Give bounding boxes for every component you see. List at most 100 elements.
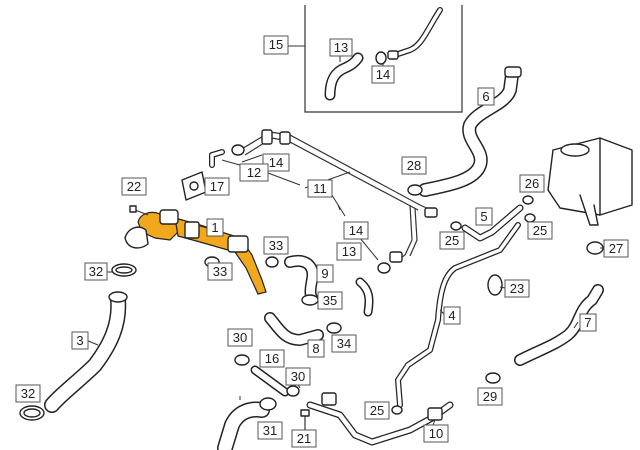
callout-13-mid: 13 <box>336 242 362 261</box>
callout-33-right: 33 <box>263 236 289 255</box>
clamp-26 <box>522 195 534 205</box>
callout-16: 16 <box>259 349 285 368</box>
clamp-30-left <box>234 354 250 366</box>
svg-text:5: 5 <box>480 209 487 224</box>
callout-14-mid: 14 <box>343 221 369 240</box>
svg-text:28: 28 <box>407 158 421 173</box>
clamp-29 <box>485 372 501 384</box>
svg-text:30: 30 <box>233 330 247 345</box>
hose-3 <box>44 291 128 413</box>
callout-25-left: 25 <box>439 231 465 250</box>
callout-14-inset: 14 <box>371 65 395 84</box>
callout-35: 35 <box>317 291 343 310</box>
callout-3: 3 <box>71 331 89 350</box>
callout-25-right: 25 <box>527 221 553 240</box>
hose-7 <box>514 284 604 366</box>
svg-text:17: 17 <box>210 179 224 194</box>
pipe-4 <box>395 222 521 408</box>
clamp-34 <box>326 322 342 334</box>
callout-11: 11 <box>307 179 333 198</box>
svg-text:4: 4 <box>448 308 455 323</box>
svg-text:3: 3 <box>76 333 83 348</box>
callout-25-bottom: 25 <box>364 401 390 420</box>
inset-hose-13 <box>324 52 364 101</box>
svg-text:7: 7 <box>584 315 591 330</box>
hose-8 <box>264 312 324 346</box>
svg-text:30: 30 <box>291 369 305 384</box>
callout-8: 8 <box>307 339 325 358</box>
callout-21: 21 <box>291 429 317 448</box>
gasket-17 <box>181 171 207 201</box>
pipe-10 <box>306 392 454 446</box>
svg-text:29: 29 <box>483 389 497 404</box>
clamp-35 <box>301 294 319 306</box>
callout-34: 34 <box>331 334 357 353</box>
clamp-30-right <box>286 385 300 397</box>
callout-26: 26 <box>519 174 545 193</box>
callout-30-left: 30 <box>227 328 253 347</box>
bolt-21 <box>300 409 310 432</box>
callout-15: 15 <box>263 35 289 55</box>
callout-10: 10 <box>423 424 449 443</box>
callout-17: 17 <box>204 177 230 196</box>
clamp-14-lower <box>377 262 391 274</box>
svg-text:25: 25 <box>533 223 547 238</box>
hose-12-elbow <box>209 149 225 168</box>
hose-6 <box>418 66 522 197</box>
callout-22: 22 <box>121 177 147 196</box>
callout-23: 23 <box>504 279 530 298</box>
callout-7: 7 <box>579 313 597 332</box>
hose-31 <box>217 397 277 450</box>
callout-32-upper: 32 <box>84 262 108 281</box>
callout-6: 6 <box>477 87 495 106</box>
callout-30-right: 30 <box>285 367 311 386</box>
svg-text:13: 13 <box>342 244 356 259</box>
svg-text:8: 8 <box>312 341 319 356</box>
clamp-33-right <box>265 256 279 268</box>
svg-text:26: 26 <box>525 176 539 191</box>
svg-text:14: 14 <box>376 67 390 82</box>
svg-text:22: 22 <box>127 179 141 194</box>
cap-27 <box>586 241 604 255</box>
clamp-14-upper <box>231 144 245 156</box>
pipe-rod-assembly-11 <box>239 129 438 263</box>
svg-text:33: 33 <box>269 238 283 253</box>
svg-text:6: 6 <box>482 89 489 104</box>
expansion-tank <box>547 137 633 226</box>
svg-text:11: 11 <box>313 181 327 196</box>
svg-text:34: 34 <box>337 336 351 351</box>
inset-box-15 <box>304 5 463 113</box>
callout-12: 12 <box>239 163 269 182</box>
inset-clip-14 <box>375 51 387 65</box>
svg-text:9: 9 <box>321 266 328 281</box>
svg-text:14: 14 <box>349 223 363 238</box>
svg-text:25: 25 <box>445 233 459 248</box>
callout-9: 9 <box>316 264 334 283</box>
callout-14-upper: 14 <box>262 153 290 172</box>
pipe-16 <box>250 365 290 397</box>
clamp-28 <box>407 184 423 196</box>
svg-text:14: 14 <box>269 155 283 170</box>
callout-1: 1 <box>206 218 224 237</box>
svg-text:33: 33 <box>213 264 227 279</box>
svg-text:10: 10 <box>429 426 443 441</box>
svg-text:13: 13 <box>334 40 348 55</box>
callout-32-lower: 32 <box>15 384 41 403</box>
bolt-22 <box>129 205 149 216</box>
callout-5: 5 <box>475 207 493 226</box>
svg-text:23: 23 <box>510 281 524 296</box>
svg-text:32: 32 <box>89 264 103 279</box>
callout-27: 27 <box>603 239 629 258</box>
svg-text:25: 25 <box>370 403 384 418</box>
clamp-25-right <box>524 213 536 223</box>
callout-31: 31 <box>257 421 283 440</box>
svg-text:35: 35 <box>323 293 337 308</box>
svg-text:32: 32 <box>21 386 35 401</box>
callout-13-inset: 13 <box>329 38 353 57</box>
inset-pipe <box>387 7 443 60</box>
callout-28: 28 <box>401 156 427 175</box>
svg-text:12: 12 <box>247 165 261 180</box>
svg-text:1: 1 <box>211 220 218 235</box>
callout-4: 4 <box>443 306 461 325</box>
